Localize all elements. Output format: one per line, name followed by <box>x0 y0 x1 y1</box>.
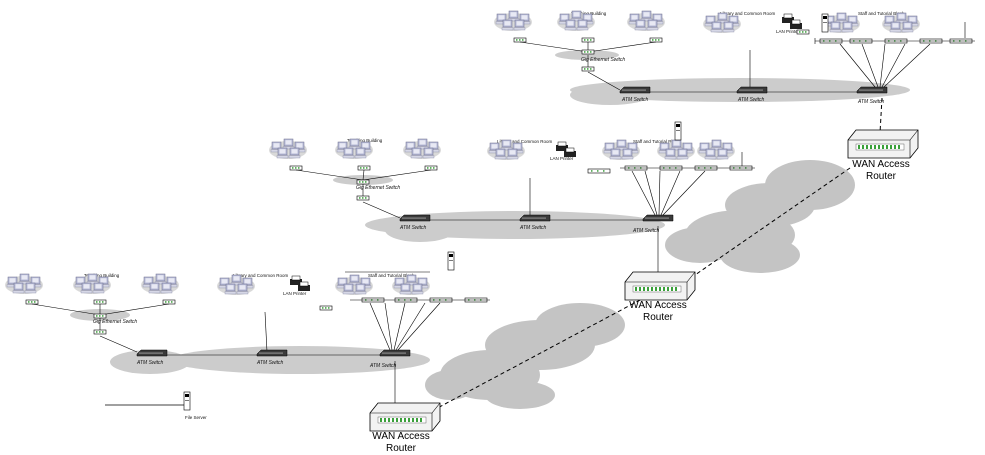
label-lan-printer: LAN Printer <box>550 156 574 161</box>
campus-middle: Teaching Building Gig Ethernet Switch AT… <box>269 121 755 272</box>
wan-router-label: Router <box>643 312 674 323</box>
label-atm-switch: ATM Switch <box>621 97 649 103</box>
label-file-server: File Server <box>185 415 207 420</box>
wan-cloud-upper <box>665 160 855 273</box>
label-atm-switch: ATM Switch <box>369 363 397 369</box>
label-atm-switch: ATM Switch <box>737 97 765 103</box>
label-library: Library and Common Room <box>233 273 289 278</box>
label-atm-switch: ATM Switch <box>256 360 284 366</box>
campus-bottom-left: Teaching Building Gig Ethernet Switch AT… <box>5 251 490 420</box>
label-atm-switch: ATM Switch <box>519 225 547 231</box>
wan-link-top <box>879 97 883 134</box>
label-tutorial-block: Staff and Tutorial Block <box>633 139 680 144</box>
label-tutorial-block: Staff and Tutorial Block <box>368 273 415 278</box>
wan-router-label: WAN Access <box>852 159 909 170</box>
label-gig-switch: Gig Ethernet Switch <box>581 57 625 63</box>
wan-router-label: Router <box>386 443 417 454</box>
label-atm-switch: ATM Switch <box>857 99 885 105</box>
wan-cloud-lower <box>425 303 625 409</box>
label-lan-printer: LAN Printer <box>283 291 307 296</box>
wan-router-middle: WAN Access Router <box>624 271 696 323</box>
label-atm-switch: ATM Switch <box>136 360 164 366</box>
label-gig-switch: Gig Ethernet Switch <box>356 185 400 191</box>
label-atm-switch: ATM Switch <box>632 228 660 234</box>
label-library: Library and Common Room <box>720 11 776 16</box>
label-teaching-building: Teaching Building <box>571 11 607 16</box>
wan-link-upper <box>694 167 851 276</box>
wan-router-bottom: WAN Access Router <box>369 402 441 454</box>
wan-router-label: Router <box>866 171 897 182</box>
label-teaching-building: Teaching Building <box>84 273 120 278</box>
wan-router-label: WAN Access <box>629 300 686 311</box>
label-tutorial-block: Staff and Tutorial Block <box>858 11 905 16</box>
campus-top-right: Teaching Building Gig Ethernet Switch AT… <box>494 11 975 105</box>
wan-router-top: WAN Access Router <box>847 129 919 182</box>
wan-link-lower <box>429 299 641 413</box>
label-atm-switch: ATM Switch <box>399 225 427 231</box>
label-gig-switch: Gig Ethernet Switch <box>93 319 137 325</box>
label-library: Library and Common Room <box>497 139 553 144</box>
label-lan-printer: LAN Printer <box>776 29 800 34</box>
wan-router-label: WAN Access <box>372 431 429 442</box>
label-teaching-building: Teaching Building <box>347 138 383 143</box>
